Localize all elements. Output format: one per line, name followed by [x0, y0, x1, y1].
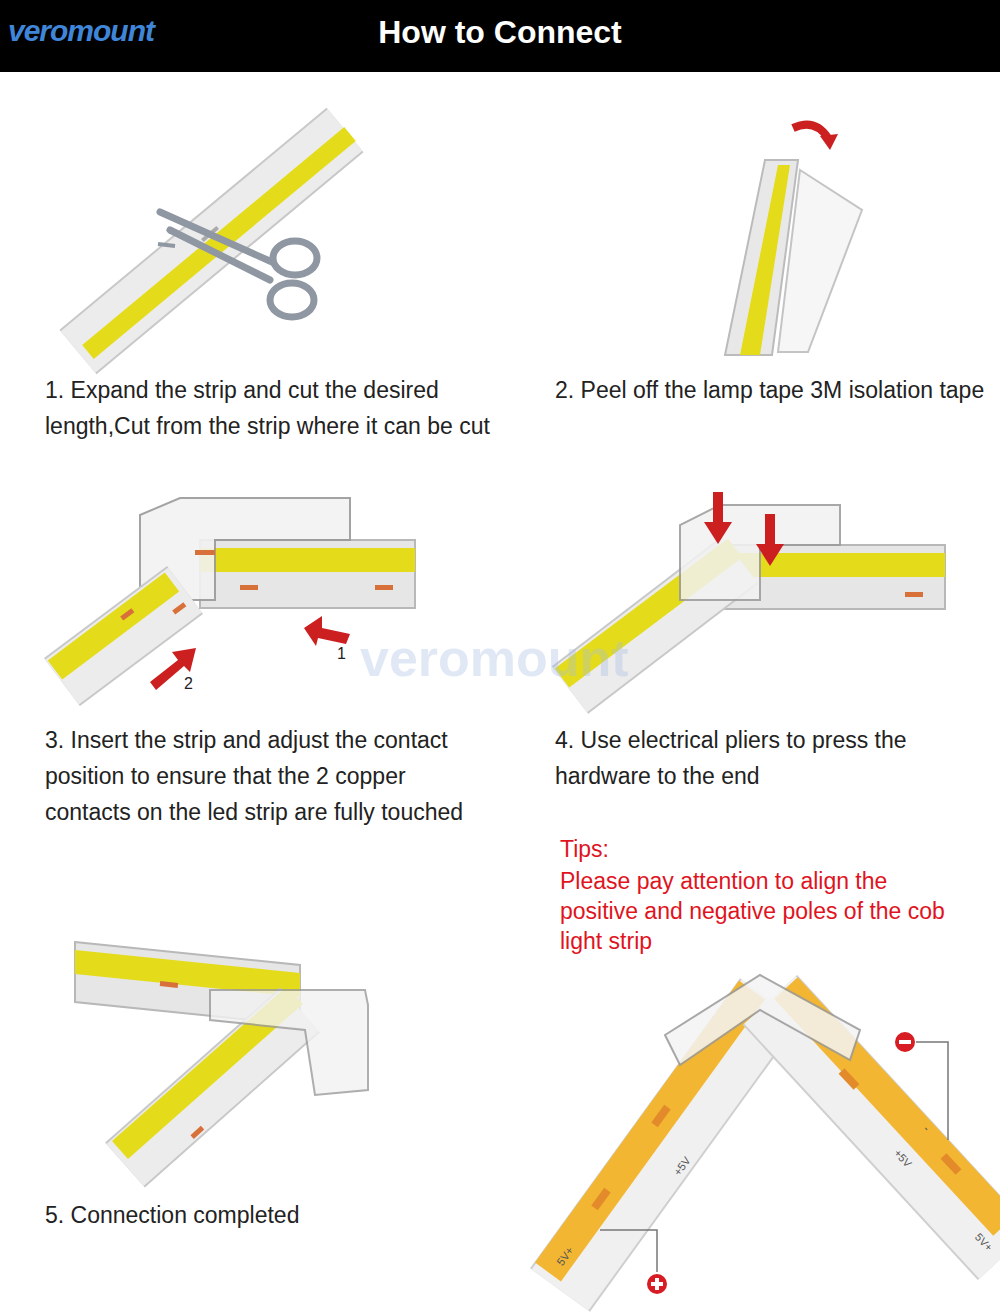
callout-number: 1	[337, 645, 346, 663]
tips-note: Please pay attention to align the positi…	[560, 866, 970, 956]
callout-number: 2	[184, 675, 193, 693]
step-caption: 3. Insert the strip and adjust the conta…	[45, 722, 475, 830]
cut-strip	[78, 130, 350, 352]
step-caption: 2. Peel off the lamp tape 3M isolation t…	[555, 372, 990, 408]
step-caption: 1. Expand the strip and cut the desired …	[45, 372, 495, 444]
brand-logo: veromount	[8, 14, 154, 48]
scissors-icon	[158, 212, 317, 317]
completed-illustration	[75, 942, 368, 1165]
tips-heading: Tips:	[560, 836, 609, 863]
peel-strip	[725, 125, 862, 355]
step-caption: 4. Use electrical pliers to press the ha…	[555, 722, 990, 794]
title-bar	[0, 0, 1000, 72]
watermark: veromount	[360, 628, 629, 688]
step-caption: 5. Connection completed	[45, 1197, 495, 1233]
polarity-illustration	[548, 975, 1000, 1294]
